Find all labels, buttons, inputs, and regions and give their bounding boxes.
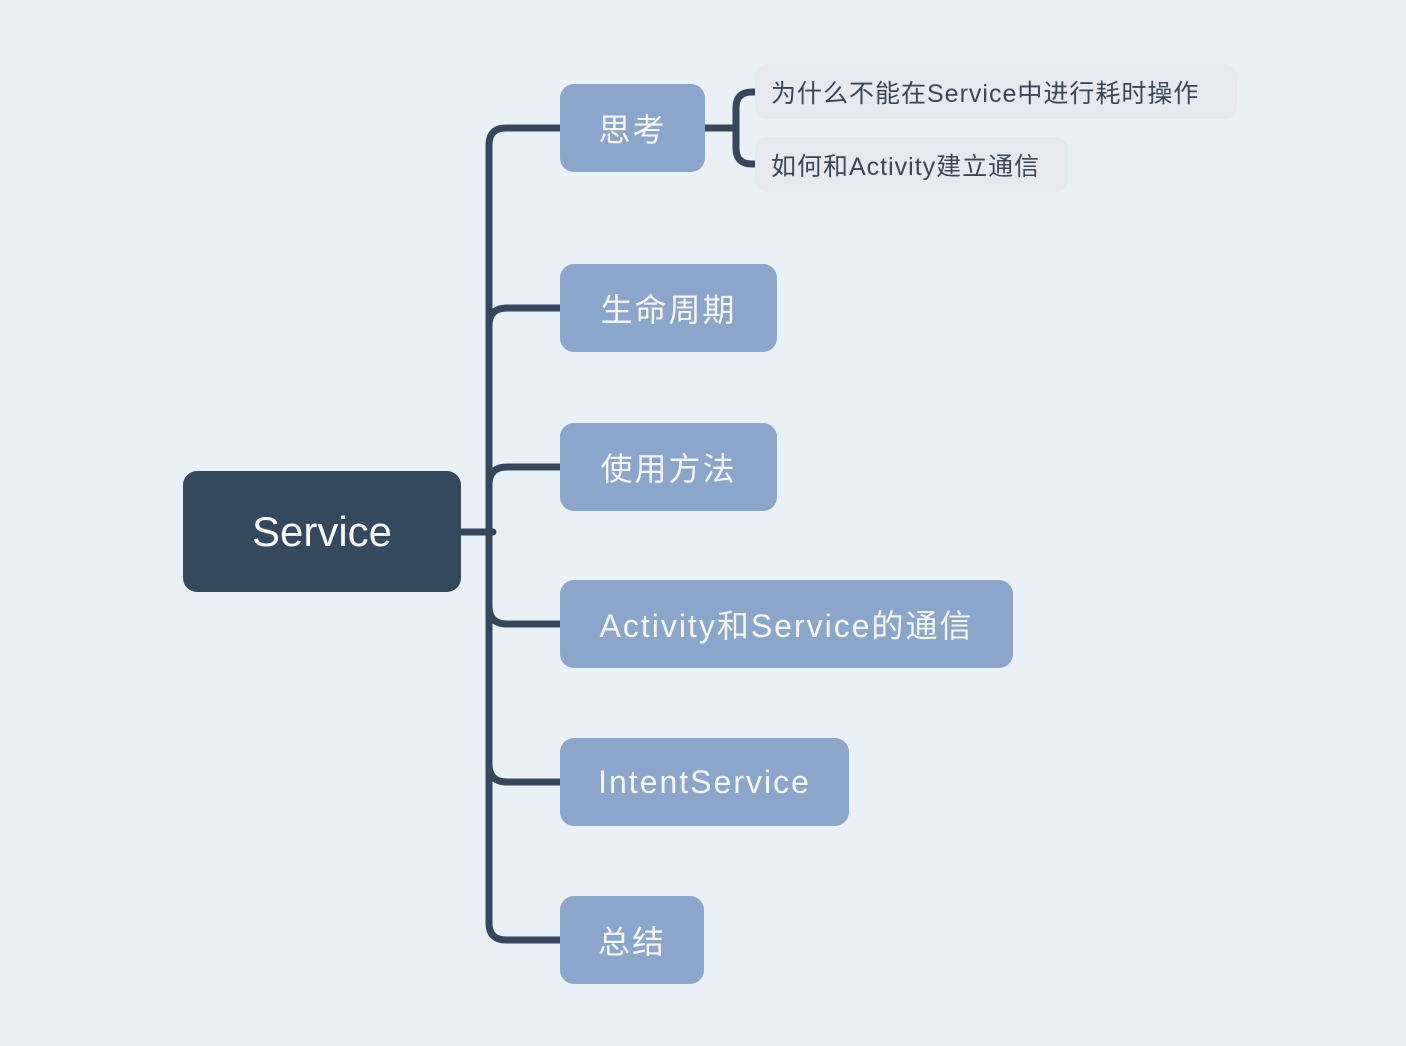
node-branch-think[interactable]: 思考 [560, 84, 705, 172]
connector-branch-activity-communication [485, 602, 565, 628]
node-branch-lifecycle[interactable]: 生命周期 [560, 264, 777, 352]
node-child-why-no-long-tasks[interactable]: 为什么不能在Service中进行耗时操作 [755, 64, 1237, 119]
node-branch-usage[interactable]: 使用方法 [560, 423, 777, 511]
connector-branch-lifecycle [485, 304, 565, 330]
node-branch-intentservice[interactable]: IntentService [560, 738, 849, 826]
node-branch-activity-communication[interactable]: Activity和Service的通信 [560, 580, 1013, 668]
node-child-communicate-with-activity[interactable]: 如何和Activity建立通信 [755, 137, 1068, 192]
connector-branch-intentservice [485, 760, 565, 786]
node-root-service[interactable]: Service [183, 471, 461, 592]
node-branch-summary[interactable]: 总结 [560, 896, 704, 984]
connector-branch-usage [485, 463, 565, 489]
connector-trunk [485, 124, 565, 944]
connector-think-children [732, 88, 760, 168]
